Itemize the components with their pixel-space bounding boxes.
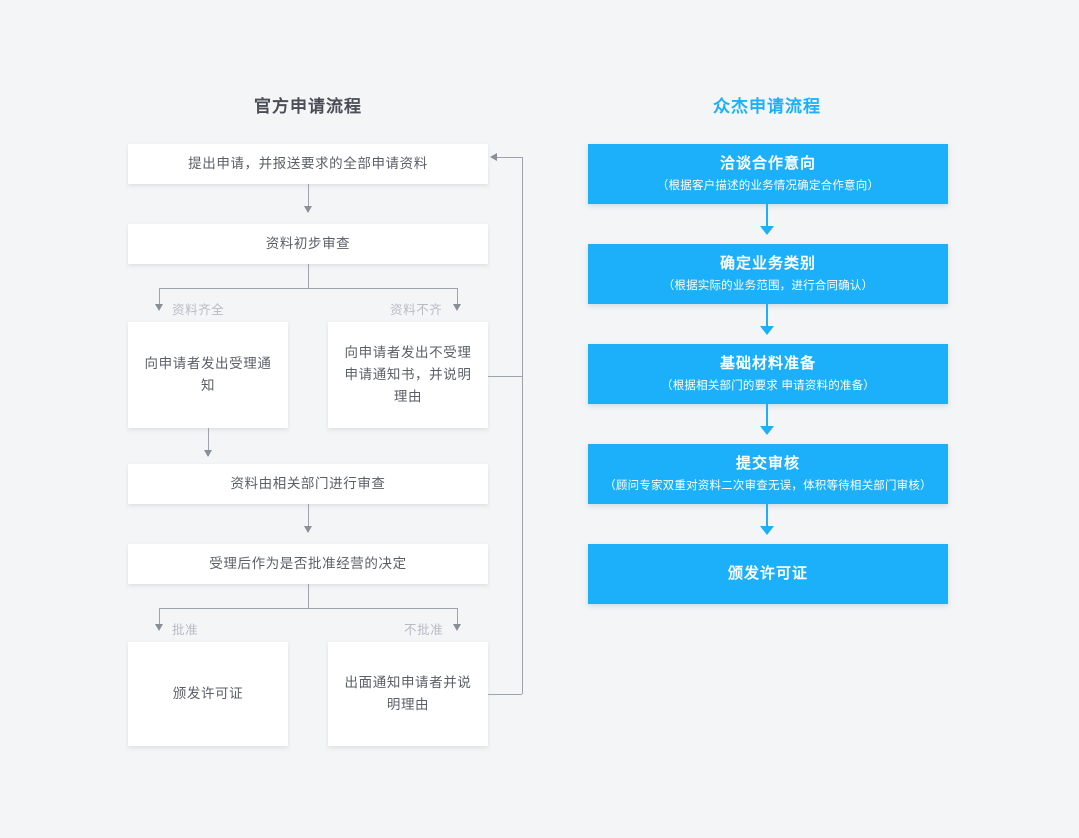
node-reject-notice: 向申请者发出不受理申请通知书，并说明理由 [328, 322, 488, 428]
connector-branch-incomplete [457, 288, 458, 308]
node-submit-application: 提出申请，并报送要求的全部申请资料 [128, 144, 488, 184]
connector-fork-bar-documents [159, 288, 457, 289]
connector-accept-to-department [208, 428, 209, 456]
card-category-title: 确定业务类别 [719, 255, 816, 272]
zhongjie-flow-title: 众杰申请流程 [713, 97, 821, 116]
arrow-down-icon [760, 326, 774, 335]
branch-label-approved: 批准 [172, 623, 199, 637]
arrow-down-icon [304, 526, 312, 533]
connector-refusal-to-feedback [488, 694, 522, 695]
arrow-left-icon [490, 153, 497, 161]
arrow-down-icon [304, 206, 312, 213]
connector-department-to-decision [308, 504, 309, 532]
connector-fork-bar-approval [159, 608, 457, 609]
connector-submit-to-license [766, 504, 768, 534]
node-decision: 受理后作为是否批准经营的决定 [128, 544, 488, 584]
card-intent[interactable]: 洽谈合作意向 （根据客户描述的业务情况确定合作意向） [588, 144, 948, 204]
connector-preliminary-stem [308, 264, 309, 288]
node-preliminary-review: 资料初步审查 [128, 224, 488, 264]
official-flow-title: 官方申请流程 [254, 97, 362, 116]
card-license-title: 颁发许可证 [727, 565, 808, 582]
card-materials[interactable]: 基础材料准备 （根据相关部门的要求 申请资料的准备） [588, 344, 948, 404]
card-category-subtitle: （根据实际的业务范围，进行合同确认） [662, 280, 874, 292]
arrow-down-icon [204, 450, 212, 457]
node-department-review: 资料由相关部门进行审查 [128, 464, 488, 504]
card-license[interactable]: 颁发许可证 [588, 544, 948, 604]
branch-label-not-approved: 不批准 [404, 623, 444, 637]
connector-branch-not-approved [457, 608, 458, 628]
connector-feedback-trunk [522, 157, 523, 694]
node-accept-notice: 向申请者发出受理通知 [128, 322, 288, 428]
card-submit-review[interactable]: 提交审核 （顾问专家双重对资料二次审查无误，体积等待相关部门审核） [588, 444, 948, 504]
card-intent-title: 洽谈合作意向 [719, 155, 816, 172]
arrow-down-icon [453, 304, 461, 311]
arrow-down-icon [760, 426, 774, 435]
connector-branch-approved [159, 608, 160, 628]
arrow-down-icon [155, 624, 163, 631]
connector-submit-to-preliminary [308, 184, 309, 212]
card-category[interactable]: 确定业务类别 （根据实际的业务范围，进行合同确认） [588, 244, 948, 304]
arrow-down-icon [453, 624, 461, 631]
arrow-down-icon [760, 526, 774, 535]
node-refusal-notice: 出面通知申请者并说明理由 [328, 642, 488, 746]
card-submit-review-title: 提交审核 [735, 455, 800, 472]
connector-branch-complete [159, 288, 160, 308]
arrow-down-icon [760, 226, 774, 235]
card-submit-review-subtitle: （顾问专家双重对资料二次审查无误，体积等待相关部门审核） [604, 480, 932, 492]
card-materials-subtitle: （根据相关部门的要求 申请资料的准备） [661, 380, 875, 392]
card-materials-title: 基础材料准备 [719, 355, 816, 372]
connector-intent-to-category [766, 204, 768, 234]
branch-label-documents-complete: 资料齐全 [172, 303, 225, 317]
connector-decision-stem [308, 584, 309, 608]
connector-reject-to-feedback [488, 376, 522, 377]
branch-label-documents-incomplete: 资料不齐 [390, 303, 443, 317]
connector-category-to-materials [766, 304, 768, 334]
connector-feedback-to-submit [497, 157, 522, 158]
arrow-down-icon [155, 304, 163, 311]
card-intent-subtitle: （根据客户描述的业务情况确定合作意向） [656, 180, 880, 192]
node-issue-license: 颁发许可证 [128, 642, 288, 746]
connector-materials-to-submit [766, 404, 768, 434]
